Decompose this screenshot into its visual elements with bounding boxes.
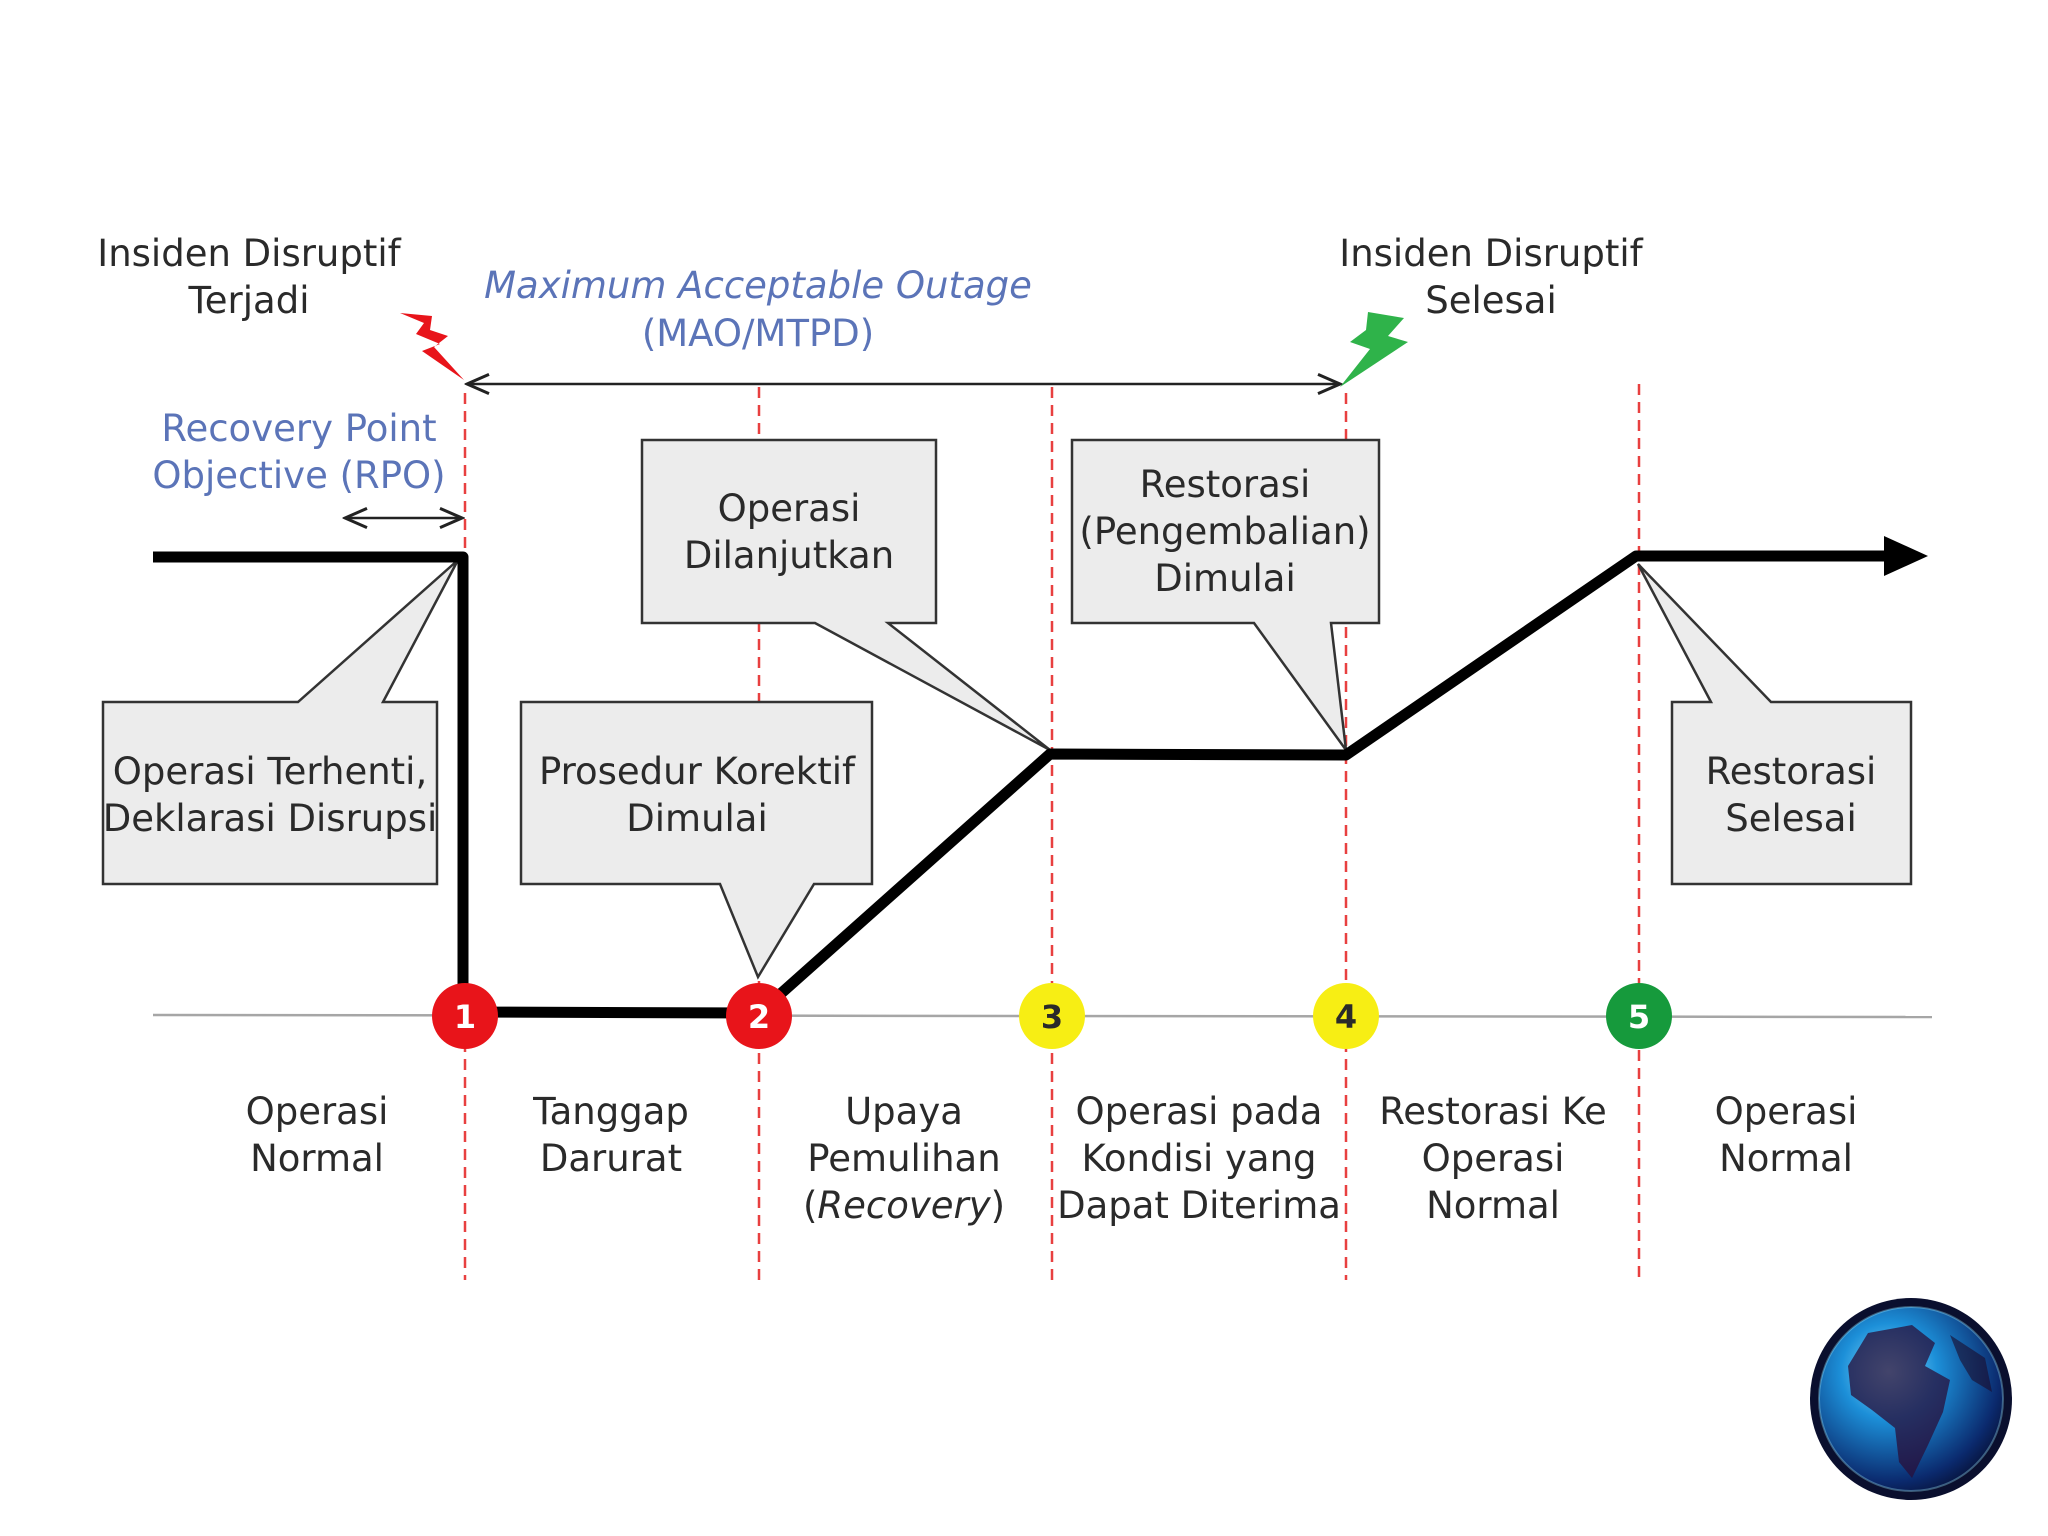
- milestone-marker-3: 3: [1019, 983, 1085, 1049]
- milestone-number-3: 3: [1041, 998, 1063, 1036]
- milestone-number-2: 2: [748, 998, 770, 1036]
- label-mao-line2: (MAO/MTPD): [642, 312, 874, 355]
- milestone-markers: 1 2 3 4 5: [432, 983, 1672, 1049]
- phase-tanggap-darurat-line1: Tanggap: [532, 1090, 689, 1133]
- callout-operasi-terhenti-line1: Operasi Terhenti,: [113, 750, 427, 793]
- label-insiden-terjadi-line1: Insiden Disruptif: [97, 232, 401, 275]
- disruption-lightning-icon: [400, 313, 464, 380]
- milestone-number-5: 5: [1628, 998, 1650, 1036]
- phase-operasi-normal-1-line2: Normal: [250, 1137, 384, 1180]
- phase-upaya-pemulihan-line2: Pemulihan: [807, 1137, 1000, 1180]
- operational-level-line: [153, 550, 1888, 1019]
- phase-tanggap-darurat-line2: Darurat: [540, 1137, 682, 1180]
- callout-prosedur-korektif-line2: Dimulai: [626, 797, 768, 840]
- resolution-lightning-icon: [1340, 312, 1408, 387]
- callout-operasi-terhenti: Operasi Terhenti, Deklarasi Disrupsi: [101, 559, 460, 886]
- phase-restorasi-normal-line3: Normal: [1426, 1184, 1560, 1227]
- callout-prosedur-korektif: Prosedur Korektif Dimulai: [519, 700, 874, 980]
- callout-prosedur-korektif-line1: Prosedur Korektif: [539, 750, 856, 793]
- milestone-marker-1: 1: [432, 983, 498, 1049]
- phase-operasi-normal-1-line1: Operasi: [246, 1090, 389, 1133]
- operational-level-arrowhead: [1884, 536, 1928, 576]
- phase-labels: Operasi Normal Tanggap Darurat Upaya Pem…: [246, 1090, 1858, 1227]
- milestone-circle-1: [432, 983, 498, 1049]
- milestone-circle-5: [1606, 983, 1672, 1049]
- callout-operasi-dilanjutkan-line2: Dilanjutkan: [684, 534, 894, 577]
- phase-operasi-kondisi-line1: Operasi pada: [1076, 1090, 1323, 1133]
- milestone-marker-5: 5: [1606, 983, 1672, 1049]
- phase-operasi-kondisi-line2: Kondisi yang: [1081, 1137, 1316, 1180]
- label-insiden-selesai-line1: Insiden Disruptif: [1339, 232, 1643, 275]
- phase-restorasi-normal-line1: Restorasi Ke: [1379, 1090, 1607, 1133]
- phase-operasi-normal-2-line1: Operasi: [1715, 1090, 1858, 1133]
- phase-operasi-kondisi-line3: Dapat Diterima: [1057, 1184, 1341, 1227]
- label-insiden-selesai-line2: Selesai: [1425, 279, 1557, 322]
- phase-operasi-normal-2-line2: Normal: [1719, 1137, 1853, 1180]
- label-rpo-line2: Objective (RPO): [152, 454, 445, 497]
- callout-restorasi-selesai-line2: Selesai: [1725, 797, 1857, 840]
- label-mao-line1: Maximum Acceptable Outage: [484, 264, 1032, 307]
- globe-icon: [1810, 1298, 2012, 1500]
- callout-operasi-terhenti-line2: Deklarasi Disrupsi: [103, 797, 438, 840]
- callout-restorasi-dimulai-line2: (Pengembalian): [1079, 510, 1370, 553]
- callout-restorasi-dimulai: Restorasi (Pengembalian) Dimulai: [1070, 438, 1381, 755]
- phase-upaya-pemulihan-line1: Upaya: [845, 1090, 963, 1133]
- milestone-marker-4: 4: [1313, 983, 1379, 1049]
- milestone-number-4: 4: [1335, 998, 1357, 1036]
- milestone-marker-2: 2: [726, 983, 792, 1049]
- label-insiden-terjadi-line2: Terjadi: [187, 279, 309, 322]
- callout-restorasi-selesai: Restorasi Selesai: [1636, 563, 1913, 886]
- callout-restorasi-dimulai-line3: Dimulai: [1154, 557, 1296, 600]
- milestone-number-1: 1: [454, 998, 476, 1036]
- phase-restorasi-normal-line2: Operasi: [1422, 1137, 1565, 1180]
- phase-upaya-pemulihan-line3: (Recovery): [803, 1184, 1005, 1227]
- label-rpo-line1: Recovery Point: [161, 407, 436, 450]
- callout-operasi-dilanjutkan-line1: Operasi: [718, 487, 861, 530]
- milestone-circle-3: [1019, 983, 1085, 1049]
- callout-operasi-dilanjutkan: Operasi Dilanjutkan: [640, 438, 1051, 752]
- callout-restorasi-selesai-line1: Restorasi: [1706, 750, 1877, 793]
- milestone-circle-4: [1313, 983, 1379, 1049]
- milestone-circle-2: [726, 983, 792, 1049]
- callout-restorasi-dimulai-line1: Restorasi: [1140, 463, 1311, 506]
